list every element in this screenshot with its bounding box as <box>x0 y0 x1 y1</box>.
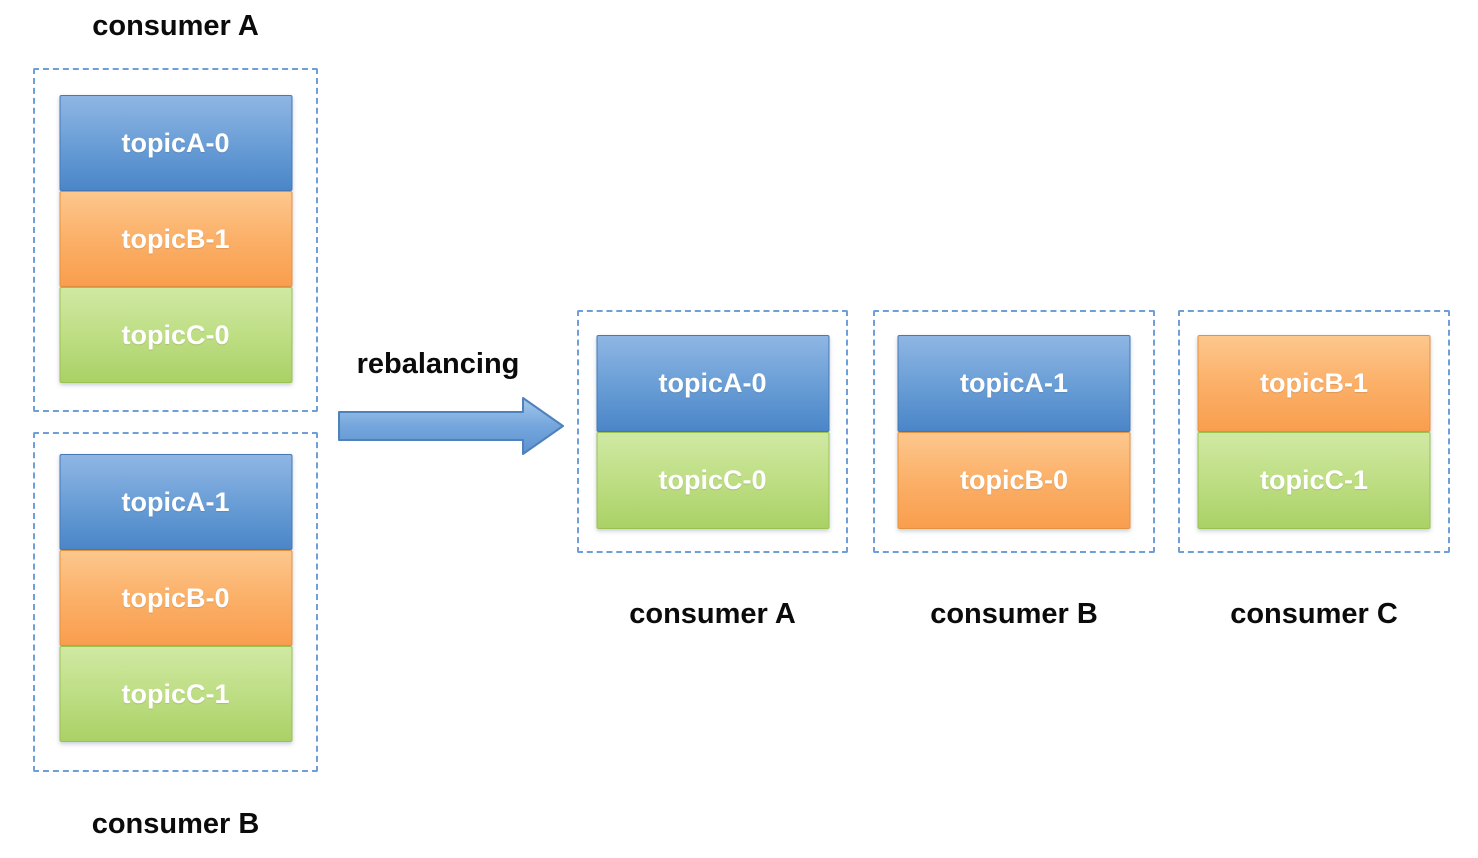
after-consumer-b-label: consumer B <box>930 598 1098 630</box>
partition-label: topicA-0 <box>121 127 230 158</box>
partition-topicA-0-before: topicA-0 <box>59 95 292 191</box>
partition-topicA-1-after: topicA-1 <box>897 335 1131 432</box>
before-consumer-b-label: consumer B <box>91 808 260 840</box>
partition-label: topicA-1 <box>960 368 1068 398</box>
before-consumer-a-box: topicA-0 topicB-1 topicC-0 <box>33 68 318 412</box>
partition-topicB-0-before: topicB-0 <box>59 550 292 646</box>
after-consumer-a-box: topicA-0 topicC-0 <box>577 310 848 553</box>
partition-label: topicA-1 <box>121 486 230 517</box>
partition-topicA-1-before: topicA-1 <box>59 454 292 550</box>
partition-label: topicC-1 <box>1260 465 1368 495</box>
after-consumer-a-partitions: topicA-0 topicC-0 <box>596 335 829 529</box>
partition-label: topicC-0 <box>121 319 230 350</box>
partition-topicC-1-before: topicC-1 <box>59 646 292 742</box>
after-consumer-c-partitions: topicB-1 topicC-1 <box>1197 335 1431 529</box>
partition-topicC-1-after: topicC-1 <box>1197 432 1431 529</box>
partition-topicB-1-after: topicB-1 <box>1197 335 1431 432</box>
before-consumer-b-box: topicA-1 topicB-0 topicC-1 <box>33 432 318 772</box>
partition-label: topicB-1 <box>1260 368 1368 398</box>
after-consumer-c-box: topicB-1 topicC-1 <box>1178 310 1450 553</box>
partition-topicC-0-before: topicC-0 <box>59 287 292 383</box>
partition-label: topicB-1 <box>121 223 230 254</box>
after-consumer-c-label: consumer C <box>1230 598 1398 630</box>
rebalancing-label: rebalancing <box>356 348 520 380</box>
partition-label: topicB-0 <box>121 582 230 613</box>
partition-topicC-0-after: topicC-0 <box>596 432 829 529</box>
before-consumer-a-partitions: topicA-0 topicB-1 topicC-0 <box>59 95 292 383</box>
before-consumer-a-label: consumer A <box>92 10 259 42</box>
partition-topicB-0-after: topicB-0 <box>897 432 1131 529</box>
partition-topicA-0-after: topicA-0 <box>596 335 829 432</box>
after-consumer-a-label: consumer A <box>629 598 796 630</box>
partition-topicB-1-before: topicB-1 <box>59 191 292 287</box>
before-consumer-b-partitions: topicA-1 topicB-0 topicC-1 <box>59 454 292 742</box>
partition-label: topicA-0 <box>658 368 767 398</box>
right-arrow-icon <box>338 397 564 455</box>
partition-label: topicC-0 <box>658 465 767 495</box>
partition-label: topicB-0 <box>960 465 1068 495</box>
after-consumer-b-box: topicA-1 topicB-0 <box>873 310 1155 553</box>
partition-label: topicC-1 <box>121 678 230 709</box>
after-consumer-b-partitions: topicA-1 topicB-0 <box>897 335 1131 529</box>
